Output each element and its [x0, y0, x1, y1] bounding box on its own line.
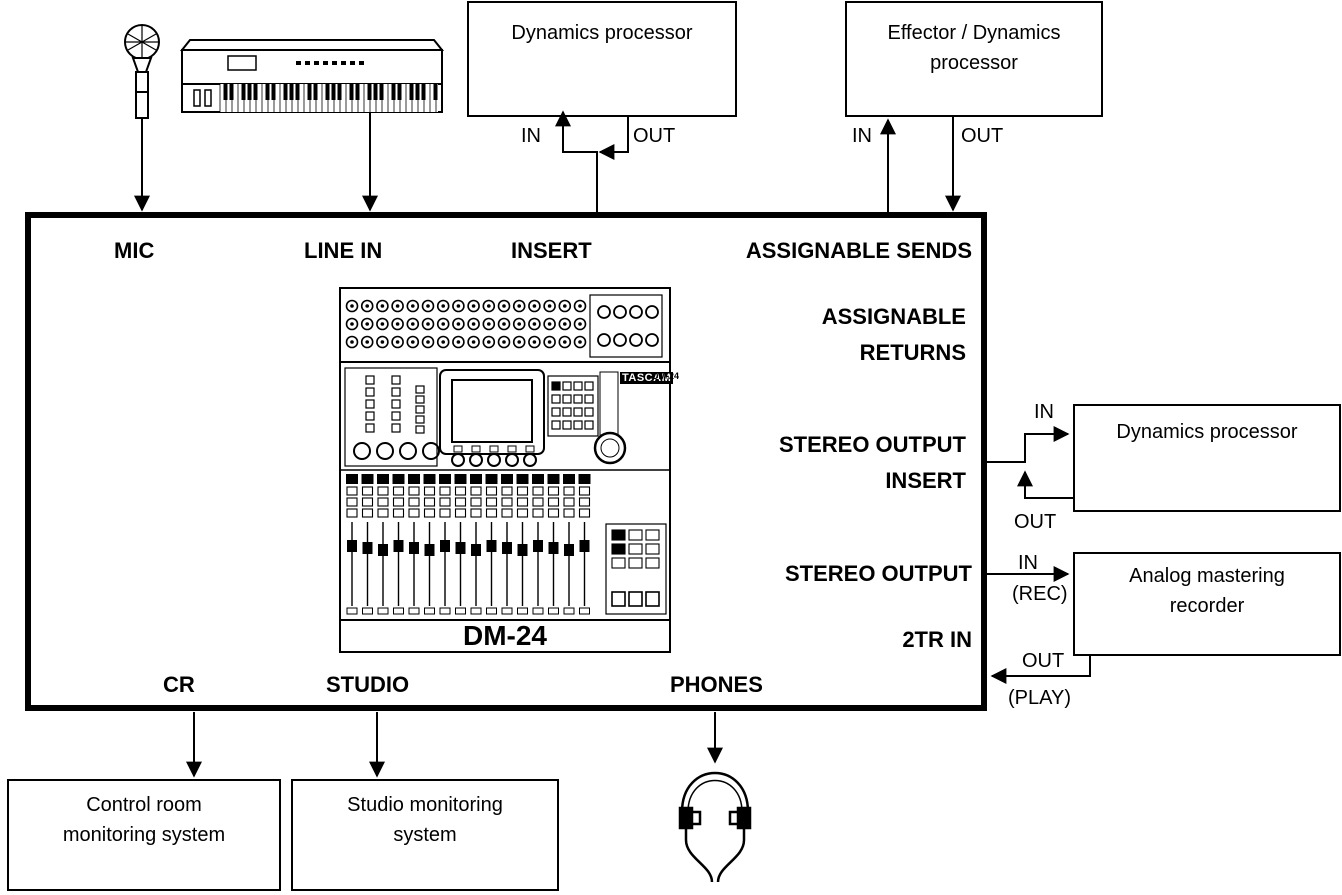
stereo-output-in-label: IN — [1018, 551, 1038, 575]
keyboard-icon — [182, 40, 442, 112]
port-studio: STUDIO — [326, 672, 409, 698]
insert-in-label: IN — [521, 124, 541, 148]
port-stereo-output-insert-line2: INSERT — [885, 468, 966, 494]
port-stereo-output-insert-line1: STEREO OUTPUT — [779, 432, 966, 458]
port-line-in: LINE IN — [304, 238, 382, 264]
sends-in-label: IN — [852, 124, 872, 148]
effector-text-line1: Effector / Dynamics — [846, 18, 1102, 48]
insert-out-label: OUT — [633, 124, 675, 148]
effector-text-line2: processor — [846, 48, 1102, 78]
mixing-console-icon — [340, 288, 670, 652]
effector-dynamics-processor: Effector / Dynamics processor — [846, 2, 1102, 116]
console-model-label: DM-24 — [340, 620, 670, 652]
stereo-insert-send-line — [987, 434, 1068, 462]
analog-recorder-text-line2: recorder — [1074, 591, 1340, 621]
headphones-icon — [680, 773, 750, 882]
studio-monitoring-text-line1: Studio monitoring — [292, 790, 558, 820]
stereo-insert-return-line — [1025, 472, 1074, 498]
analog-mastering-recorder: Analog mastering recorder — [1074, 553, 1340, 655]
dynamics-processor-top-text: Dynamics processor — [468, 18, 736, 48]
insert-send-line — [563, 112, 597, 212]
port-assignable-returns-line1: ASSIGNABLE — [822, 304, 966, 330]
port-assignable-returns-line2: RETURNS — [860, 340, 966, 366]
control-room-text-line2: monitoring system — [8, 820, 280, 850]
stereo-insert-out-label: OUT — [1014, 510, 1056, 534]
dynamics-processor-top: Dynamics processor — [468, 2, 736, 116]
control-room-text-line1: Control room — [8, 790, 280, 820]
insert-return-line — [600, 116, 628, 152]
dynamics-processor-right-text: Dynamics processor — [1074, 417, 1340, 447]
play-out-label: OUT — [1022, 649, 1064, 673]
play-label: (PLAY) — [1008, 686, 1071, 710]
port-insert: INSERT — [511, 238, 592, 264]
stereo-insert-in-label: IN — [1034, 400, 1054, 424]
control-room-monitoring: Control room monitoring system — [8, 780, 280, 890]
port-cr: CR — [163, 672, 195, 698]
dynamics-processor-right: Dynamics processor — [1074, 405, 1340, 511]
rec-label: (REC) — [1012, 582, 1068, 606]
port-2tr-in: 2TR IN — [902, 627, 972, 653]
sends-out-label: OUT — [961, 124, 1003, 148]
studio-monitoring: Studio monitoring system — [292, 780, 558, 890]
port-assignable-sends: ASSIGNABLE SENDS — [746, 238, 972, 264]
studio-monitoring-text-line2: system — [292, 820, 558, 850]
port-phones: PHONES — [670, 672, 763, 698]
microphone-icon — [125, 25, 159, 118]
port-stereo-output: STEREO OUTPUT — [785, 561, 972, 587]
port-mic: MIC — [114, 238, 154, 264]
brand-model: DM-24 — [652, 371, 679, 381]
analog-recorder-text-line1: Analog mastering — [1074, 561, 1340, 591]
